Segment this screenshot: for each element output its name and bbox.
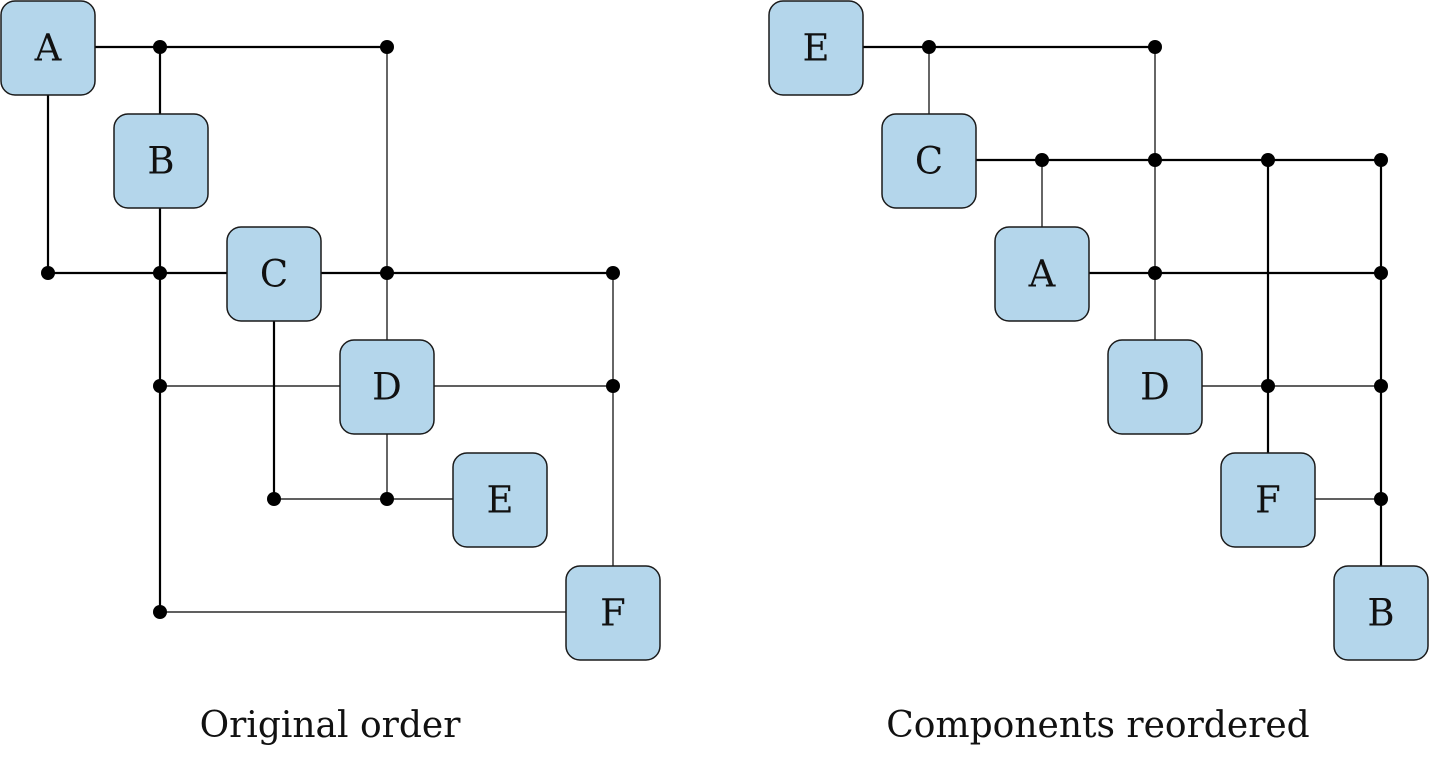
node-label: A (1028, 253, 1057, 296)
node-label: C (260, 253, 288, 296)
node-b: B (113, 113, 209, 209)
junction-dot (1261, 153, 1275, 167)
junction-dot (1261, 379, 1275, 393)
junction-dot (1374, 492, 1388, 506)
node-a: A (0, 0, 96, 96)
node-box (113, 113, 209, 209)
junction-dot (1148, 40, 1162, 54)
node-c: C (881, 113, 977, 209)
panel-reordered: E C A D F B Components reord (768, 0, 1429, 746)
node-box (994, 226, 1090, 322)
junction-dot (153, 266, 167, 280)
node-a: A (994, 226, 1090, 322)
junction-dot (267, 492, 281, 506)
node-label: A (34, 27, 63, 70)
node-label: D (372, 366, 402, 409)
junction-dot (606, 266, 620, 280)
node-c: C (226, 226, 322, 322)
wires-original (46, 45, 614, 613)
node-label: F (1255, 479, 1281, 522)
node-box (768, 0, 864, 96)
node-box (1333, 565, 1429, 661)
node-f: F (565, 565, 661, 661)
node-box (452, 452, 548, 548)
junctions-original (41, 40, 620, 619)
node-box (1107, 339, 1203, 435)
nodes-reordered: E C A D F B (768, 0, 1429, 661)
node-box (226, 226, 322, 322)
node-label: C (915, 140, 943, 183)
node-box (1220, 452, 1316, 548)
junctions-reordered (922, 40, 1388, 506)
node-f: F (1220, 452, 1316, 548)
junction-dot (41, 266, 55, 280)
node-label: D (1140, 366, 1170, 409)
junction-dot (380, 266, 394, 280)
node-label: F (600, 592, 626, 635)
node-box (0, 0, 96, 96)
junction-dot (1374, 379, 1388, 393)
node-box (565, 565, 661, 661)
node-d: D (339, 339, 435, 435)
junction-dot (380, 40, 394, 54)
junction-dot (1374, 266, 1388, 280)
junction-dot (380, 492, 394, 506)
nodes-original: A B C D E F (0, 0, 661, 661)
caption-original: Original order (200, 705, 462, 746)
node-label: E (802, 27, 829, 70)
junction-dot (1148, 266, 1162, 280)
node-label: E (486, 479, 513, 522)
junction-dot (153, 379, 167, 393)
panel-original: A B C D E F Original order (0, 0, 661, 746)
junction-dot (1374, 153, 1388, 167)
junction-dot (1035, 153, 1049, 167)
caption-reordered: Components reordered (886, 705, 1309, 746)
node-e: E (452, 452, 548, 548)
node-box (339, 339, 435, 435)
node-box (881, 113, 977, 209)
junction-dot (1148, 153, 1162, 167)
node-b: B (1333, 565, 1429, 661)
node-label: B (147, 140, 174, 183)
junction-dot (153, 605, 167, 619)
node-e: E (768, 0, 864, 96)
node-label: B (1367, 592, 1394, 635)
node-d: D (1107, 339, 1203, 435)
junction-dot (922, 40, 936, 54)
junction-dot (153, 40, 167, 54)
junction-dot (606, 379, 620, 393)
